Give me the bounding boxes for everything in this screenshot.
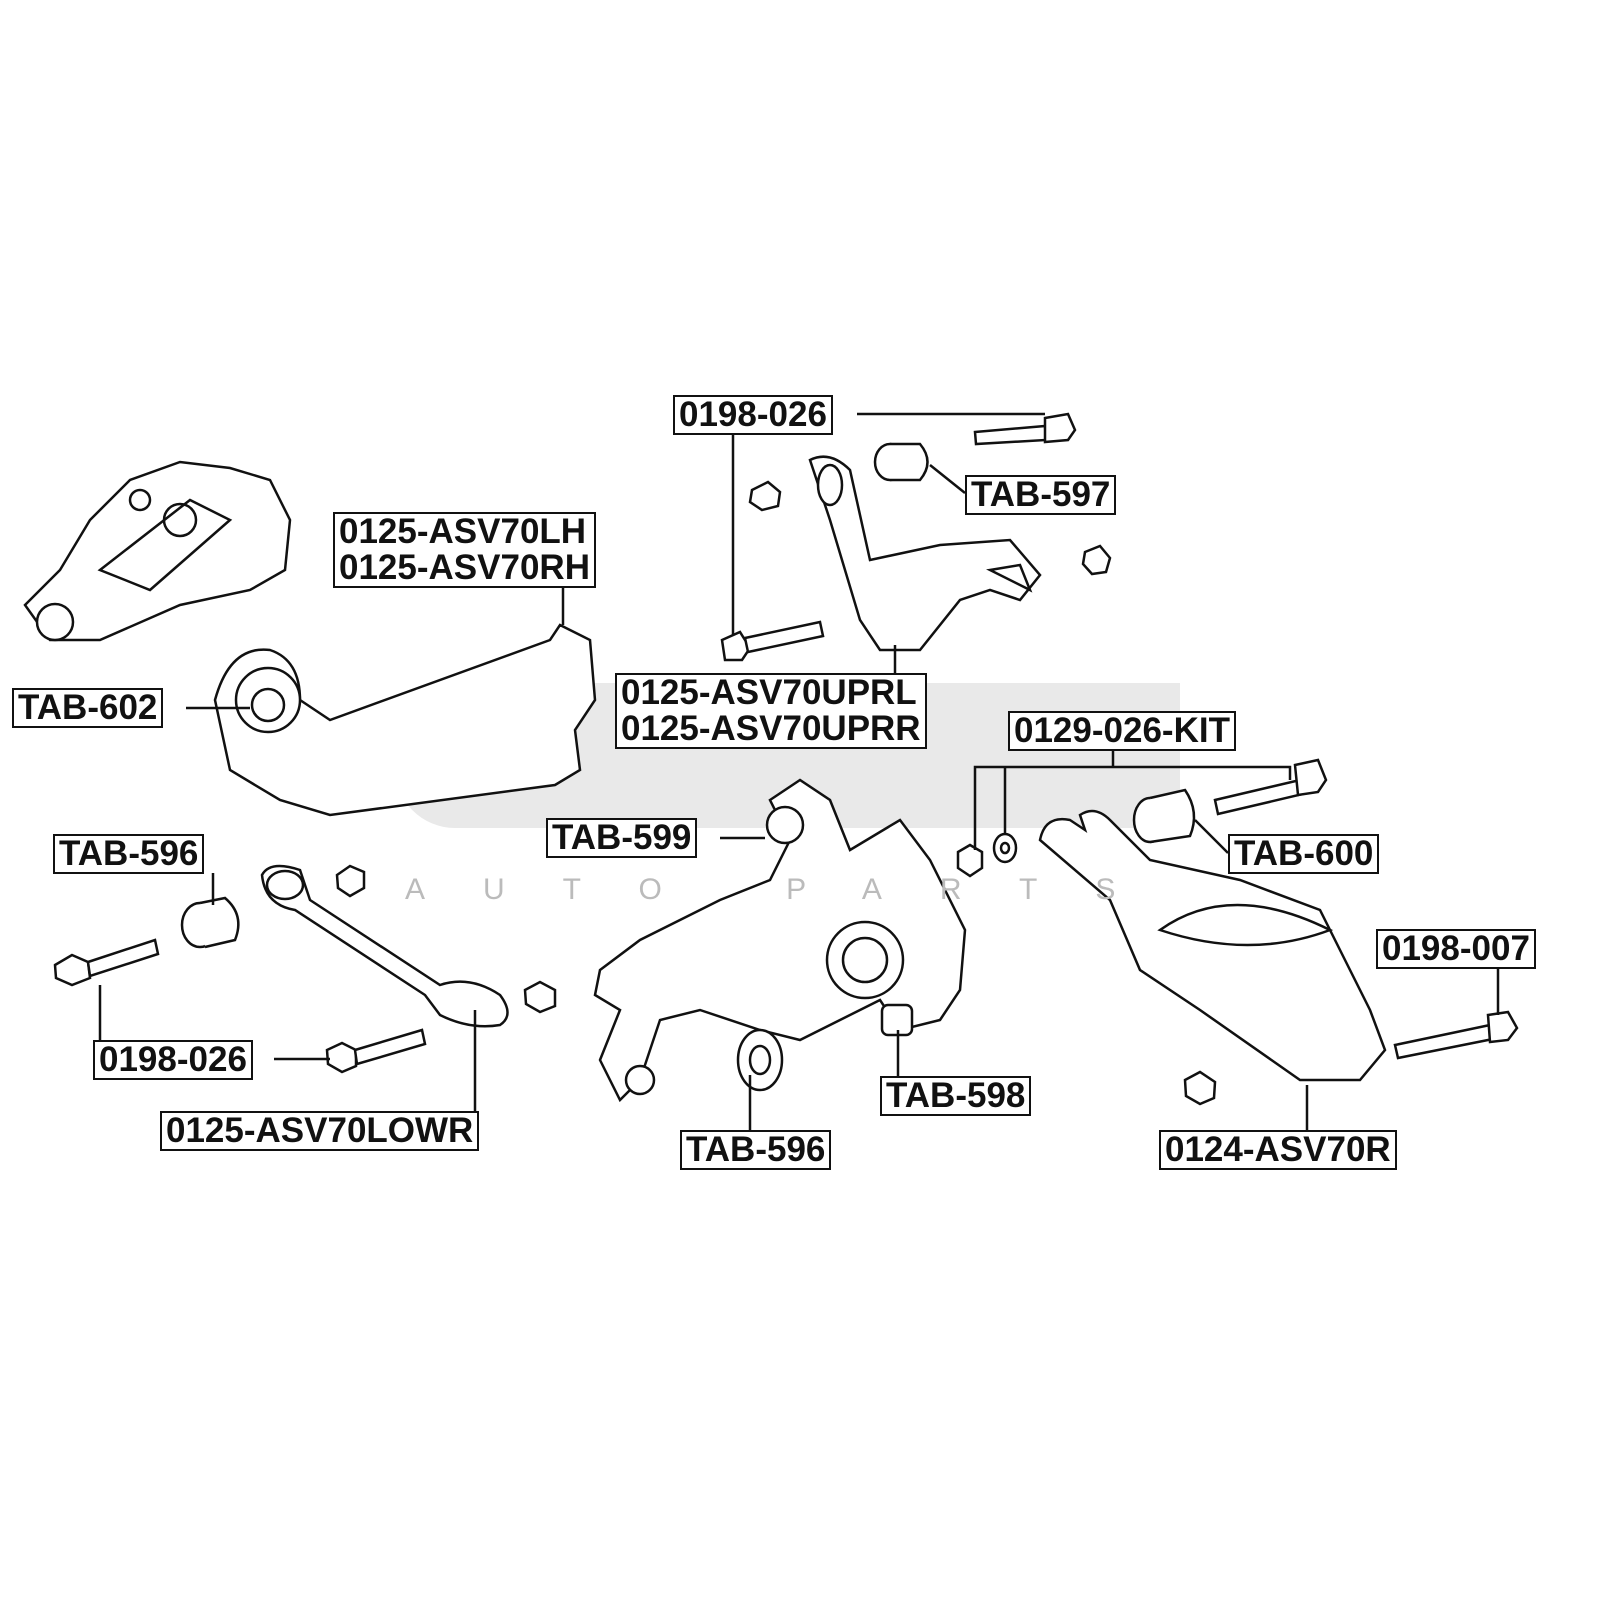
part-label-tab-596-mid[interactable]: TAB-596	[680, 1130, 832, 1170]
lower-rod-part	[260, 864, 509, 1028]
part-label-0198-026-top[interactable]: 0198-026	[673, 395, 833, 435]
bolt-part	[1213, 758, 1328, 816]
bushing-tab596-left	[180, 896, 240, 949]
part-label-tab-596-left[interactable]: TAB-596	[53, 834, 205, 874]
nut	[523, 980, 557, 1014]
bushing-tab596-mid	[736, 1028, 784, 1092]
part-label-0198-007[interactable]: 0198-007	[1376, 929, 1536, 969]
bolt-part	[53, 938, 160, 987]
bushing-tab597	[873, 442, 929, 482]
nut	[748, 480, 782, 512]
part-label-0125-asv70rh[interactable]: 0125-ASV70RH	[339, 548, 590, 587]
part-label-tab-599[interactable]: TAB-599	[546, 818, 698, 858]
bolt-upper-part	[973, 412, 1077, 446]
watermark-tagline: AUTO PARTS	[405, 873, 1174, 906]
lower-arm-part	[1038, 809, 1387, 1082]
part-label-0125-asv70uprl[interactable]: 0125-ASV70UPRL	[621, 673, 917, 712]
bushing-tab600	[1132, 788, 1196, 844]
part-label-0125-asv70lh[interactable]: 0125-ASV70LH	[339, 512, 587, 551]
subframe-part	[23, 460, 292, 642]
part-label-0125-asv70upr[interactable]: 0125-ASV70UPRL 0125-ASV70UPRR	[615, 673, 927, 749]
bolt-007-part	[1393, 1010, 1519, 1060]
nut	[1183, 1070, 1217, 1106]
kit-washer	[992, 832, 1018, 864]
part-label-tab-597[interactable]: TAB-597	[965, 475, 1117, 515]
bolt-part	[325, 1028, 427, 1074]
bolt-part	[720, 620, 825, 662]
part-label-0129-026-kit[interactable]: 0129-026-KIT	[1008, 711, 1236, 751]
part-label-0125-asv70lh-rh[interactable]: 0125-ASV70LH 0125-ASV70RH	[333, 512, 596, 588]
trailing-arm-part	[213, 623, 597, 817]
part-label-tab-602[interactable]: TAB-602	[12, 688, 164, 728]
part-label-tab-598[interactable]: TAB-598	[880, 1076, 1032, 1116]
part-label-tab-600[interactable]: TAB-600	[1228, 834, 1380, 874]
nut	[1081, 544, 1112, 576]
upper-arm-part	[808, 455, 1042, 652]
part-label-0125-asv70uprr[interactable]: 0125-ASV70UPRR	[621, 709, 921, 748]
part-label-0125-asv70lowr[interactable]: 0125-ASV70LOWR	[160, 1111, 480, 1151]
part-label-0124-asv70r[interactable]: 0124-ASV70R	[1159, 1130, 1397, 1170]
part-label-0198-026-lower[interactable]: 0198-026	[93, 1040, 253, 1080]
nut	[335, 864, 366, 898]
kit-nut	[956, 843, 984, 878]
knuckle-part	[593, 778, 967, 1103]
